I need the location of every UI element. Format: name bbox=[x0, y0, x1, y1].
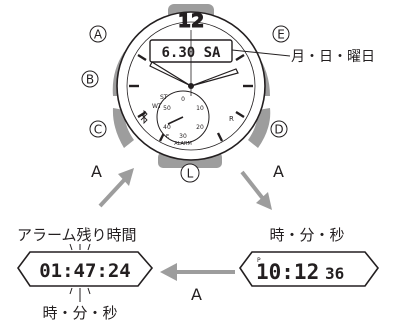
hour-hand bbox=[190, 68, 239, 87]
time-pm-indicator: P bbox=[257, 257, 261, 264]
subdial-tick-20: 20 bbox=[196, 124, 204, 131]
button-a: A bbox=[89, 25, 107, 43]
button-d-label: D bbox=[274, 123, 283, 137]
subdial-tick-10: 10 bbox=[196, 105, 204, 112]
time-panel-title: 時・分・秒 bbox=[269, 226, 344, 244]
hour-markers bbox=[129, 53, 253, 142]
button-e: E bbox=[272, 25, 290, 43]
button-d: D bbox=[270, 120, 288, 138]
flash-marks bbox=[69, 243, 91, 295]
watch-inner-ring bbox=[126, 21, 256, 151]
button-c: C bbox=[89, 120, 107, 138]
subdial-tick-30: 30 bbox=[179, 133, 187, 140]
hand-pivot bbox=[188, 83, 194, 89]
dial-label-alarm: ALARM bbox=[174, 141, 192, 147]
bezel-left-bottom bbox=[112, 108, 134, 148]
alarm-lcd-display: 01:47:24 bbox=[39, 260, 131, 282]
arrow-label-right: A bbox=[273, 162, 284, 181]
bezel-right-bottom bbox=[248, 108, 271, 148]
subdial-tick-40: 40 bbox=[163, 124, 171, 131]
subdial-tick-0: 0 bbox=[181, 96, 185, 103]
alarm-panel-title: アラーム残り時間 bbox=[17, 226, 137, 244]
button-a-label: A bbox=[94, 28, 103, 42]
button-b-label: B bbox=[86, 73, 94, 87]
time-lcd-display: 10:12 bbox=[256, 260, 319, 284]
dial-label-e: E bbox=[166, 134, 169, 140]
button-e-label: E bbox=[277, 28, 285, 42]
time-lcd-seconds: 36 bbox=[325, 264, 344, 283]
dial-label-st: ST bbox=[160, 94, 168, 101]
subdial-hand bbox=[167, 116, 184, 125]
alarm-panel-caption: 時・分・秒 bbox=[42, 304, 117, 322]
arrow-label-bottom: A bbox=[191, 285, 202, 304]
button-c-label: C bbox=[94, 123, 102, 137]
minute-hand bbox=[149, 61, 192, 87]
button-l: L bbox=[180, 163, 200, 183]
date-callout-label: 月・日・曜日 bbox=[291, 49, 375, 65]
time-lcd-frame bbox=[239, 251, 380, 287]
button-b: B bbox=[81, 70, 99, 88]
alarm-lcd-frame bbox=[17, 251, 154, 287]
numeral-12: 12 bbox=[178, 10, 204, 32]
arrow-down-right bbox=[240, 170, 272, 210]
dial-label-wt: WT bbox=[152, 103, 162, 110]
dial-label-r: R bbox=[229, 115, 234, 123]
arrow-up-left bbox=[98, 168, 134, 208]
date-callout-line bbox=[231, 49, 291, 57]
bluetooth-icon bbox=[140, 109, 148, 125]
subdial-tick-50: 50 bbox=[163, 105, 171, 112]
button-l-label: L bbox=[187, 167, 194, 181]
arrow-left bbox=[160, 263, 235, 281]
arrow-label-left: A bbox=[91, 162, 102, 181]
watch-illustration: 12 6.30 SA 0 10 20 30 40 50 ST WT R E AL… bbox=[112, 4, 271, 168]
